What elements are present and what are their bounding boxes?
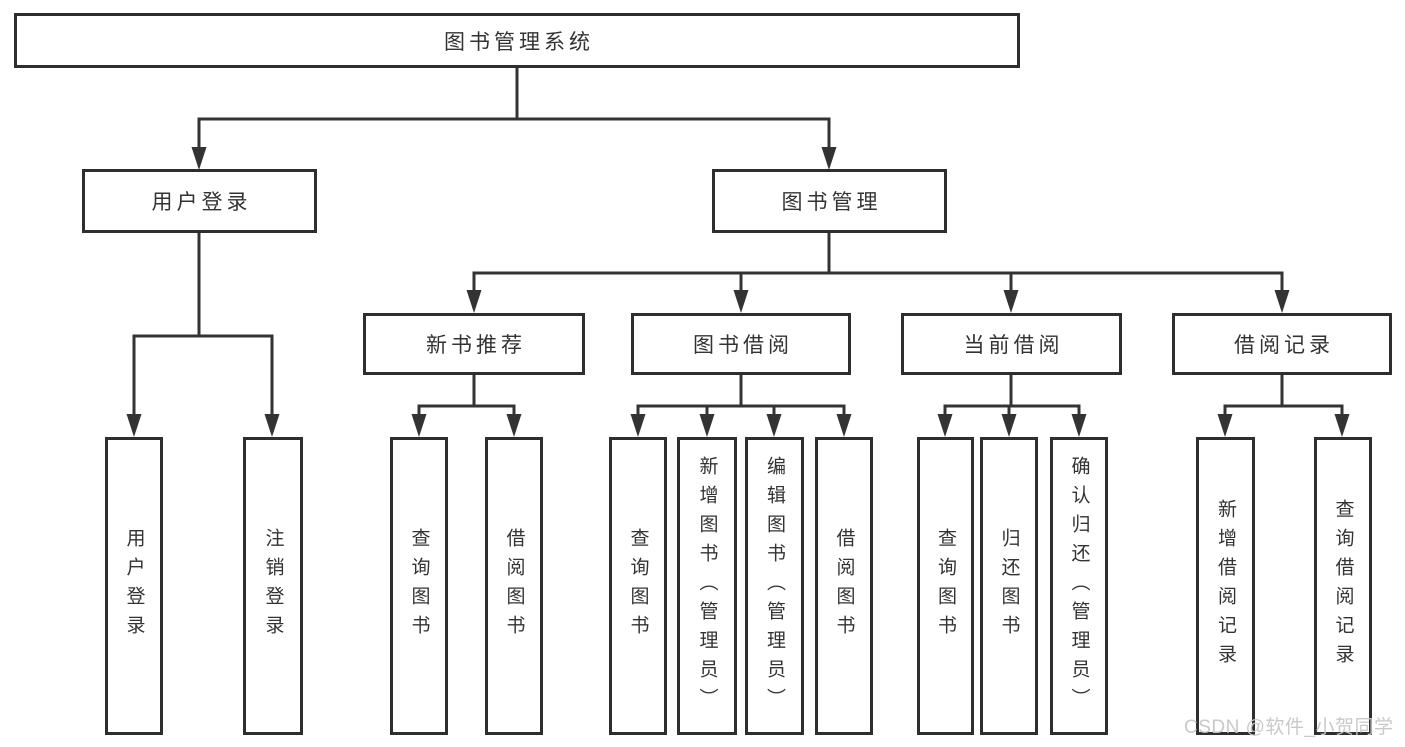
leaf-node-query-book-borrow: 查询图书 bbox=[609, 437, 667, 735]
arrowhead bbox=[1217, 414, 1233, 437]
leaf-node-query-book-current: 查询图书 bbox=[917, 437, 974, 735]
arrowhead bbox=[821, 147, 837, 170]
arrowhead bbox=[937, 414, 953, 437]
leaf-label: 新增图书（管理员） bbox=[696, 455, 718, 717]
leaf-node-add-book-admin: 新增图书（管理员） bbox=[677, 437, 737, 735]
arrowhead bbox=[699, 414, 715, 437]
leaf-label: 归还图书 bbox=[998, 528, 1020, 644]
arrowhead bbox=[466, 290, 482, 313]
leaf-node-query-borrow-record: 查询借阅记录 bbox=[1314, 437, 1372, 735]
leaf-node-logout: 注销登录 bbox=[243, 437, 303, 735]
leaf-node-confirm-return-admin: 确认归还（管理员） bbox=[1050, 437, 1108, 735]
leaf-node-query-book-recommend: 查询图书 bbox=[390, 437, 448, 735]
branch-node-user-login: 用户登录 bbox=[82, 169, 317, 233]
arrowhead bbox=[1334, 414, 1350, 437]
connector-lines bbox=[132, 66, 1344, 416]
leaf-label: 查询图书 bbox=[627, 528, 649, 644]
arrowhead bbox=[506, 414, 522, 437]
leaf-label: 编辑图书（管理员） bbox=[764, 455, 785, 717]
group-node-borrow-record: 借阅记录 bbox=[1172, 313, 1392, 375]
leaf-label: 用户登录 bbox=[123, 528, 145, 644]
leaf-node-add-borrow-record: 新增借阅记录 bbox=[1196, 437, 1255, 735]
leaf-node-return-book: 归还图书 bbox=[980, 437, 1038, 735]
leaf-node-edit-book-admin: 编辑图书（管理员） bbox=[745, 437, 804, 735]
root-node-library-system: 图书管理系统 bbox=[14, 13, 1020, 68]
arrowhead bbox=[126, 414, 142, 437]
group-node-new-book-recommend: 新书推荐 bbox=[363, 313, 585, 375]
leaf-label: 确认归还（管理员） bbox=[1068, 455, 1090, 717]
leaf-node-borrow-book: 借阅图书 bbox=[815, 437, 873, 735]
group-node-current-borrow: 当前借阅 bbox=[901, 313, 1122, 375]
arrowhead bbox=[1274, 290, 1290, 313]
arrowhead bbox=[264, 414, 280, 437]
leaf-node-borrow-book-recommend: 借阅图书 bbox=[485, 437, 543, 735]
leaf-label: 借阅图书 bbox=[503, 528, 525, 644]
leaf-label: 借阅图书 bbox=[833, 528, 855, 644]
group-node-book-borrow: 图书借阅 bbox=[631, 313, 851, 375]
leaf-label: 查询图书 bbox=[408, 528, 430, 644]
arrowhead bbox=[630, 414, 646, 437]
arrowhead bbox=[1003, 290, 1019, 313]
branch-node-book-management: 图书管理 bbox=[712, 169, 947, 233]
leaf-label: 注销登录 bbox=[262, 528, 284, 644]
arrowhead bbox=[766, 414, 782, 437]
arrowhead bbox=[836, 414, 852, 437]
leaf-label: 查询借阅记录 bbox=[1332, 499, 1354, 673]
arrowhead bbox=[733, 290, 749, 313]
leaf-label: 新增借阅记录 bbox=[1215, 499, 1236, 673]
csdn-watermark: CSDN @软件_小贺同学 bbox=[1184, 717, 1394, 738]
arrowhead bbox=[1071, 414, 1087, 437]
arrowhead bbox=[411, 414, 427, 437]
leaf-label: 查询图书 bbox=[935, 528, 956, 644]
leaf-node-user-login: 用户登录 bbox=[105, 437, 163, 735]
arrowhead bbox=[1001, 414, 1017, 437]
arrowhead bbox=[191, 147, 207, 170]
